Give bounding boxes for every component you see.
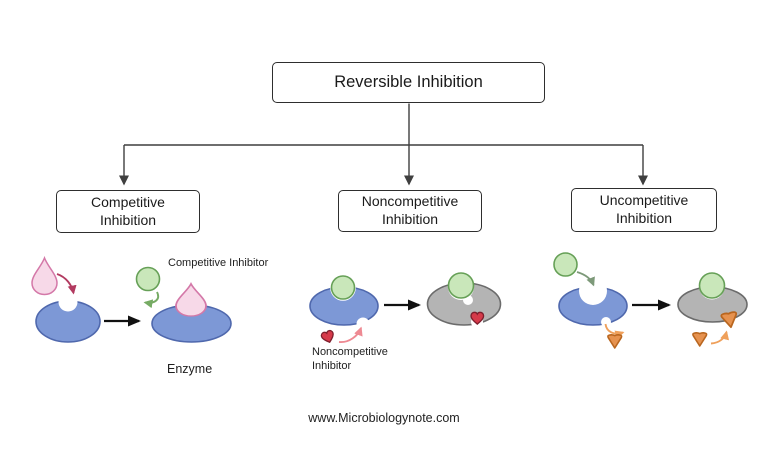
enzyme-label: Enzyme	[167, 362, 213, 376]
inhibitor-orange-bound	[720, 311, 738, 329]
substrate-green-circle-bound	[698, 272, 726, 299]
enzyme-blue-with-active-site	[35, 300, 101, 343]
competitive-inhibitor-label: Competitive Inhibitor	[168, 257, 269, 269]
substrate-pink-teardrop	[31, 255, 58, 296]
substrate-green-circle-free	[553, 252, 578, 277]
branch-label-uncompetitive: Uncompetitive Inhibition	[599, 192, 689, 226]
branch-box-noncompetitive: Noncompetitive Inhibition	[338, 190, 482, 232]
enzyme-blue-open-site	[558, 286, 628, 326]
competitive-diagram	[31, 255, 232, 343]
substrate-green-circle	[330, 275, 356, 300]
substrate-binding-arrow	[56, 273, 77, 295]
noncompetitive-diagram	[309, 272, 502, 344]
inhibitor-binding-arrow-green	[143, 291, 160, 309]
branch-box-competitive: Competitive Inhibition	[56, 190, 200, 233]
noncompetitive-inhibitor-label: Noncompetitive Inhibitor	[312, 346, 388, 372]
inhibitor-orange-free	[692, 332, 708, 347]
title-box-reversible-inhibition: Reversible Inhibition	[272, 62, 545, 103]
inhibitor-binding-arrow-orange	[710, 330, 730, 345]
inhibitor-site-arrow-orange	[604, 323, 625, 340]
inhibitor-binding-arrow-red	[338, 326, 363, 343]
substrate-binding-arrow-graygreen	[576, 271, 595, 287]
branch-label-noncompetitive: Noncompetitive Inhibition	[361, 193, 459, 227]
uncompetitive-diagram	[553, 252, 748, 349]
substrate-teardrop-bound	[175, 282, 207, 317]
title-label: Reversible Inhibition	[334, 73, 483, 91]
uncompetitive-inhibitor-orange	[607, 334, 623, 349]
inhibitor-red-bound	[470, 311, 485, 325]
noncompetitive-inhibitor-red	[320, 329, 334, 344]
flowchart-connectors	[119, 103, 648, 186]
branch-label-competitive: Competitive Inhibition	[91, 193, 165, 228]
substrate-green-circle-on-gray	[447, 272, 475, 299]
branch-box-uncompetitive: Uncompetitive Inhibition	[571, 188, 717, 232]
website-footer: www.Microbiologynote.com	[308, 411, 460, 425]
competitive-inhibitor-green-circle	[135, 266, 161, 292]
